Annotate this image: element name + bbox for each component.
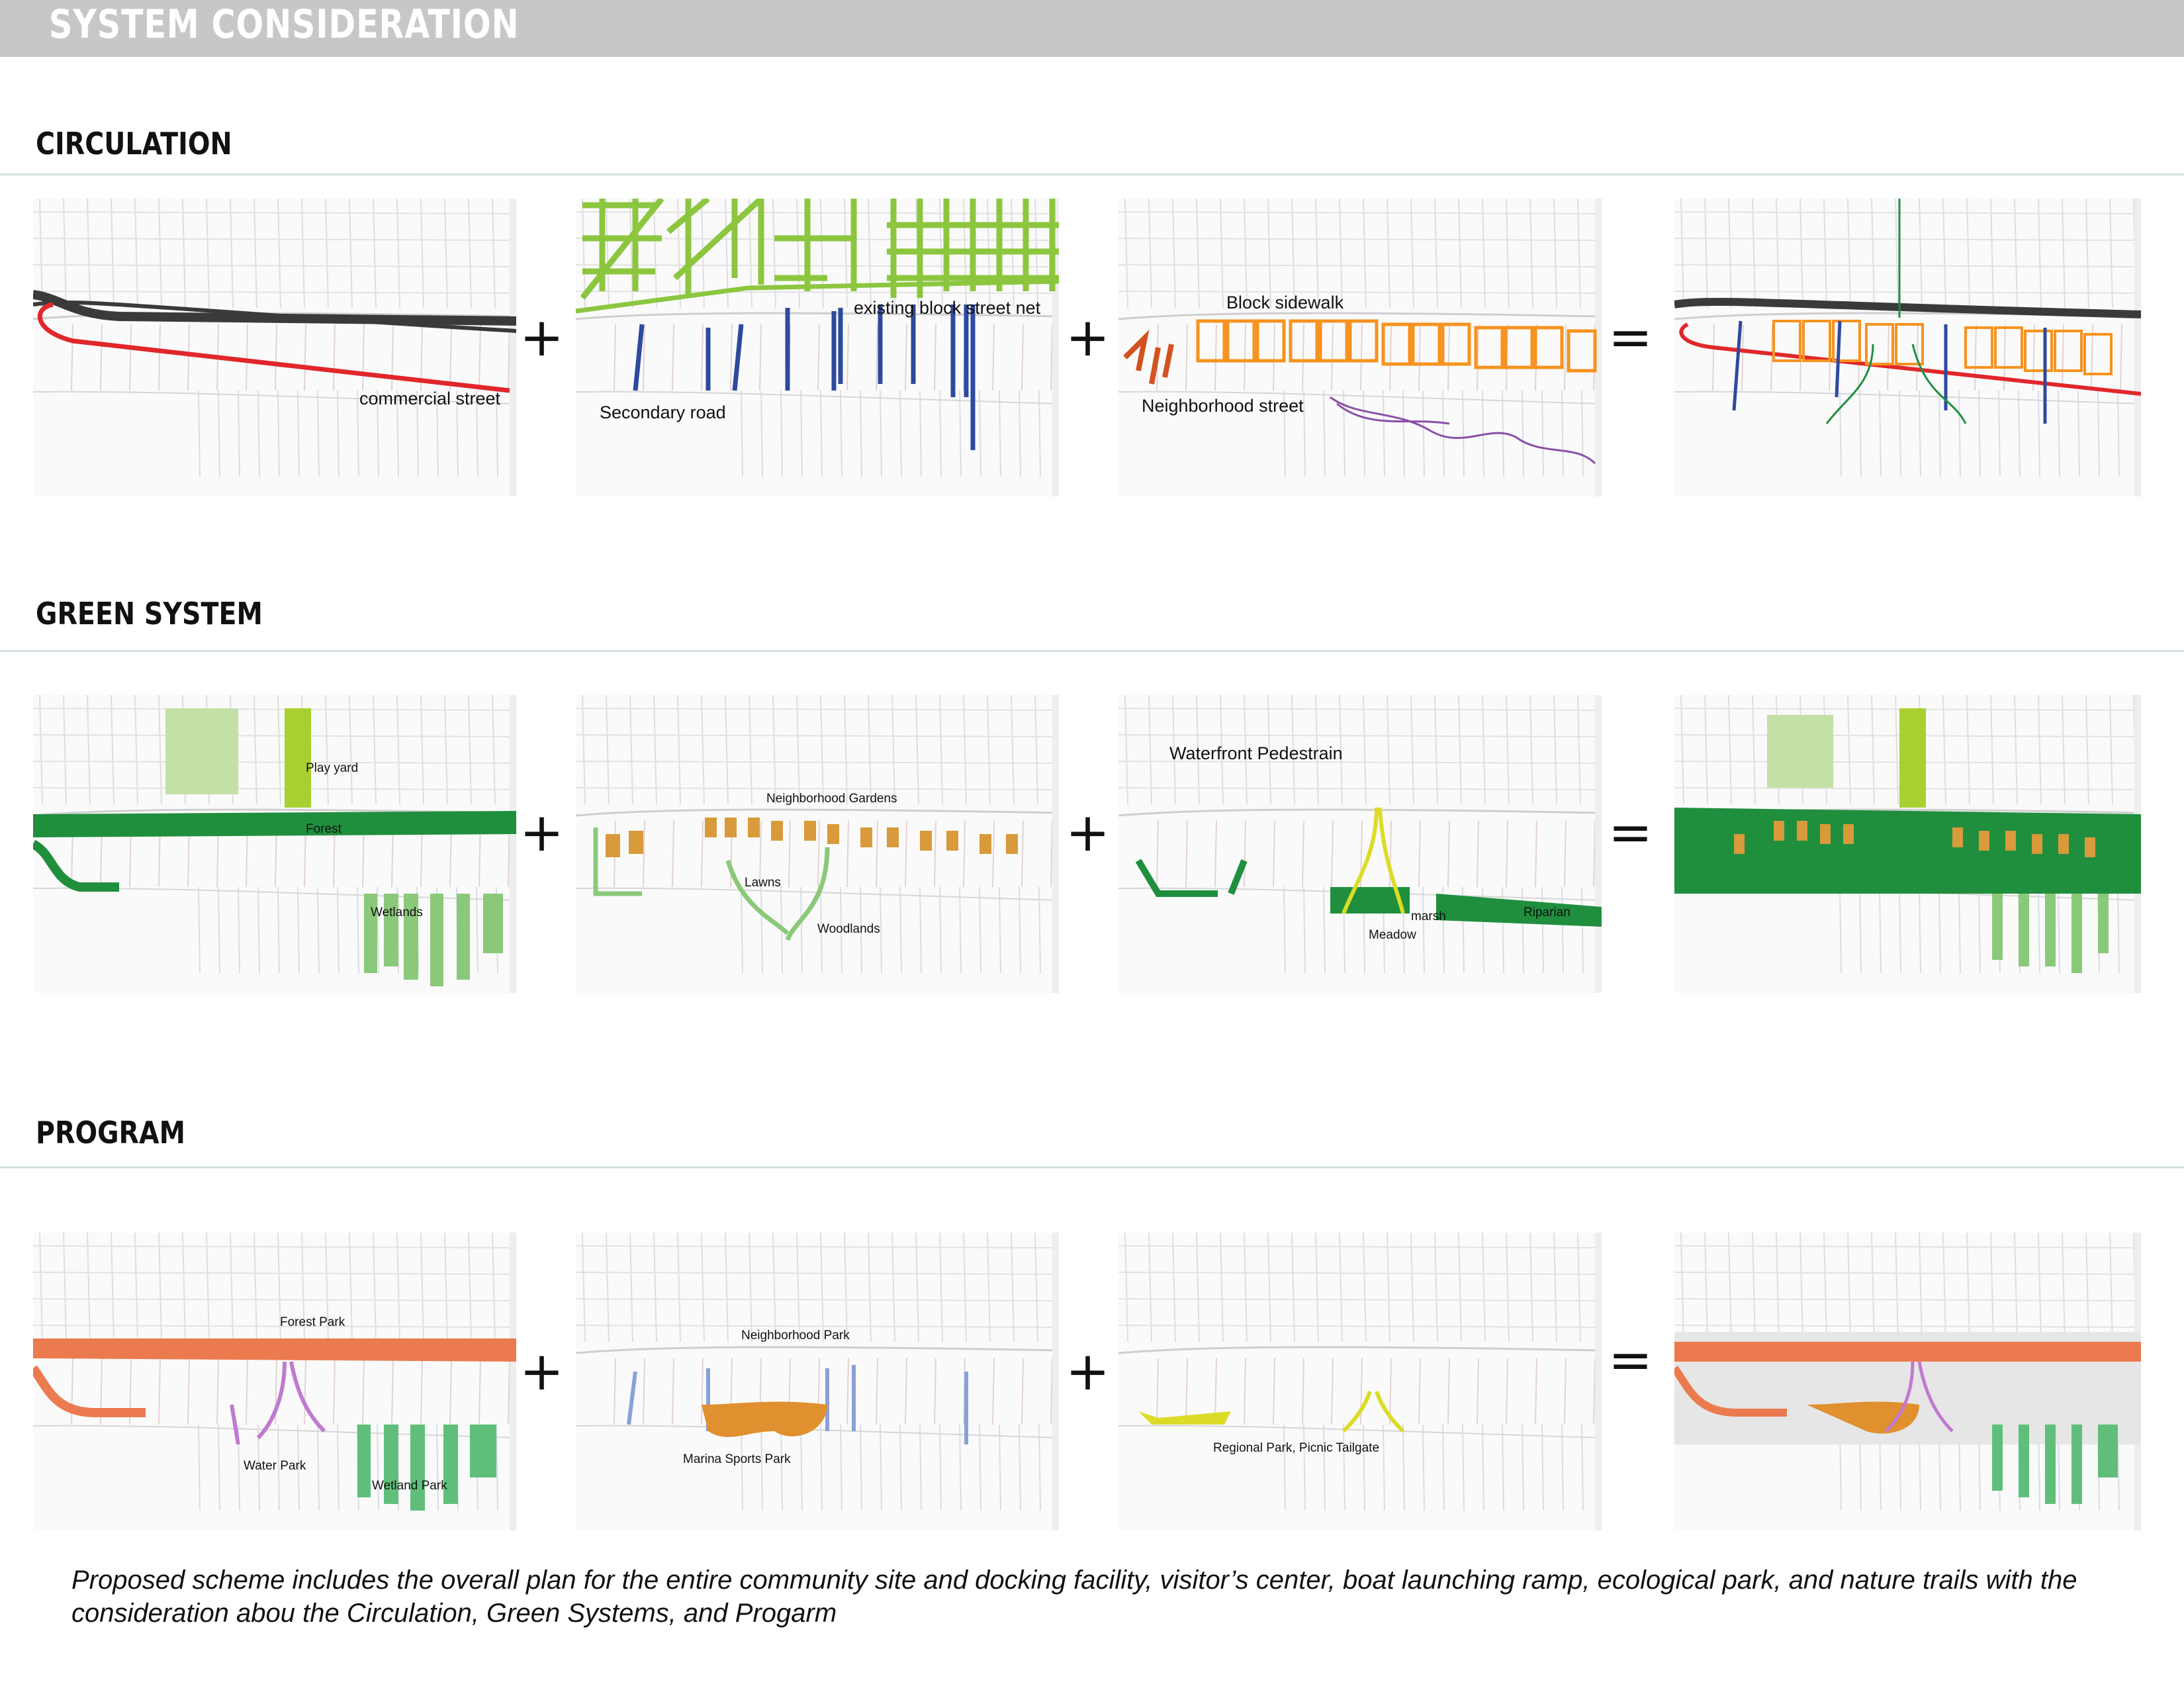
green-panel-combined	[1674, 695, 2141, 993]
section-divider	[0, 650, 2184, 652]
label-play-yard: Play yard	[306, 761, 359, 775]
plus-operator: +	[1066, 1340, 1111, 1402]
label-neighborhood-street: Neighborhood street	[1142, 396, 1304, 416]
site-map	[1118, 1233, 1602, 1530]
label-regional-park-picnic-tailgate: Regional Park, Picnic Tailgate	[1213, 1441, 1380, 1455]
label-marsh: marsh	[1411, 910, 1446, 923]
site-map	[576, 1233, 1059, 1530]
program-panel-forest-park: Forest Park Water Park Wetland Park	[33, 1233, 516, 1530]
circulation-panel-combined	[1674, 199, 2141, 496]
plus-operator: +	[520, 1340, 565, 1402]
equals-operator: =	[1608, 306, 1653, 368]
header-bar: SYSTEM CONSIDERATION	[0, 0, 2184, 57]
label-existing-block-street-net: existing block street net	[854, 298, 1041, 318]
plus-operator: +	[1066, 306, 1111, 368]
green-panel-waterfront: Waterfront Pedestrain marsh Riparian Mea…	[1118, 695, 1602, 993]
site-map	[576, 199, 1059, 496]
green-panel-forest: Play yard Forest Wetlands	[33, 695, 516, 993]
program-panel-regional-park: Regional Park, Picnic Tailgate	[1118, 1233, 1602, 1530]
label-marina-sports-park: Marina Sports Park	[683, 1452, 791, 1466]
equals-operator: =	[1608, 1329, 1653, 1391]
section-divider	[0, 1166, 2184, 1168]
label-wetlands: Wetlands	[371, 906, 423, 919]
label-water-park: Water Park	[244, 1459, 306, 1473]
label-waterfront-pedestrain: Waterfront Pedestrain	[1169, 743, 1343, 763]
label-forest: Forest	[306, 822, 341, 836]
plus-operator: +	[520, 306, 565, 368]
site-map	[576, 695, 1059, 993]
label-secondary-road: Secondary road	[600, 402, 726, 422]
circulation-panel-commercial: commercial street	[33, 199, 516, 496]
site-map	[1674, 199, 2141, 496]
section-title-circulation: CIRCULATION	[36, 126, 232, 162]
label-neighborhood-park: Neighborhood Park	[741, 1329, 850, 1342]
label-lawns: Lawns	[745, 876, 781, 890]
label-riparian: Riparian	[1524, 906, 1570, 919]
site-map	[33, 1233, 516, 1530]
equals-operator: =	[1608, 802, 1653, 863]
site-map	[33, 695, 516, 993]
site-map	[1118, 199, 1602, 496]
green-panel-gardens: Neighborhood Gardens Lawns Woodlands	[576, 695, 1059, 993]
section-divider	[0, 173, 2184, 175]
page-title: SYSTEM CONSIDERATION	[49, 1, 520, 48]
label-forest-park: Forest Park	[280, 1315, 345, 1329]
program-panel-neighborhood-park: Neighborhood Park Marina Sports Park	[576, 1233, 1059, 1530]
label-commercial-street: commercial street	[359, 389, 501, 408]
circulation-panel-secondary: existing block street net Secondary road	[576, 199, 1059, 496]
caption: Proposed scheme includes the overall pla…	[71, 1566, 2077, 1628]
section-title-program: PROGRAM	[36, 1115, 186, 1150]
label-woodlands: Woodlands	[817, 922, 880, 936]
site-map	[1118, 695, 1602, 993]
site-map	[33, 199, 516, 496]
program-panel-combined	[1674, 1233, 2141, 1530]
plus-operator: +	[1066, 802, 1111, 863]
circulation-panel-sidewalk: Block sidewalk Neighborhood street	[1118, 199, 1602, 496]
site-map	[1674, 695, 2141, 993]
label-neighborhood-gardens: Neighborhood Gardens	[766, 792, 897, 806]
plus-operator: +	[520, 802, 565, 863]
label-wetland-park: Wetland Park	[372, 1479, 447, 1493]
label-meadow: Meadow	[1369, 928, 1416, 942]
section-title-green-system: GREEN SYSTEM	[36, 596, 263, 632]
site-map	[1674, 1233, 2141, 1530]
label-block-sidewalk: Block sidewalk	[1226, 293, 1344, 312]
